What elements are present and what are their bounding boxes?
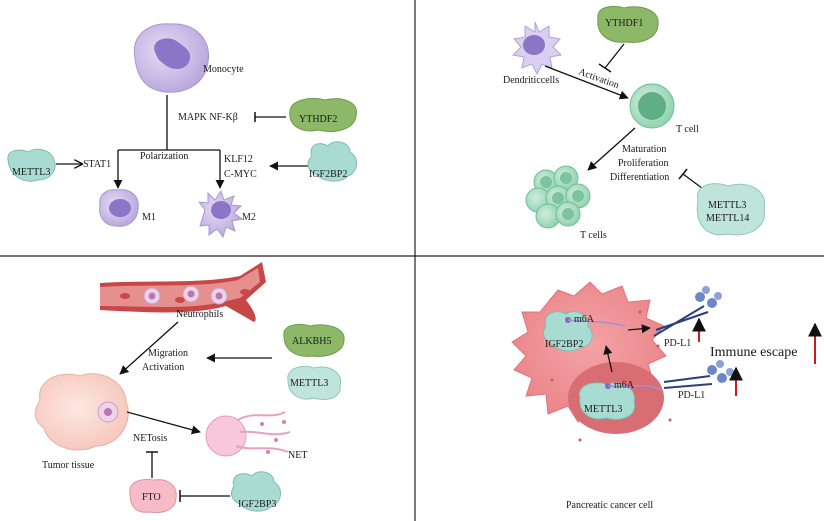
m1-macrophage xyxy=(99,189,139,227)
activation-label-bl: Activation xyxy=(142,362,184,373)
pdl1-bottom-label: PD-L1 xyxy=(678,390,705,401)
dendritic-cell xyxy=(511,21,563,76)
panel-t-cell: Dendriticcells YTHDF1 Activation T cell … xyxy=(503,5,765,241)
pdl1-receptor-bottom xyxy=(663,360,734,389)
differentiation-label: Differentiation xyxy=(610,172,669,183)
mettl3-label-bl: METTL3 xyxy=(290,378,328,389)
mettl3-protein-br xyxy=(578,382,663,420)
ythdf1-inhibit-bar xyxy=(598,63,612,73)
dendritic-cells-label: Dendriticcells xyxy=(503,75,559,86)
igf2bp2-to-pdl1-arrow xyxy=(627,324,651,334)
tumor-tissue xyxy=(34,373,129,451)
mettl3-label: METTL3 xyxy=(12,167,50,178)
m2-label: M2 xyxy=(242,212,256,223)
maturation-label: Maturation xyxy=(622,144,666,155)
panel-pancreatic-cancer: m6A IGF2BP2 PD-L1 Immune escape m6A METT… xyxy=(511,281,822,511)
alkbh5-label: ALKBH5 xyxy=(292,336,331,347)
igf2bp3-protein xyxy=(231,471,281,512)
immune-escape-label: Immune escape xyxy=(710,345,797,360)
cmyc-label: C-MYC xyxy=(224,169,257,180)
blood-vessel xyxy=(100,262,266,322)
tcell-to-tcells-arrow xyxy=(587,127,636,171)
igf2bp3-label: IGF2BP3 xyxy=(238,499,276,510)
ythdf1-label: YTHDF1 xyxy=(605,18,643,29)
mettl3-label-tr: METTL3 xyxy=(708,200,746,211)
igf2bp2-protein-br xyxy=(542,311,626,352)
t-cells-label: T cells xyxy=(580,230,607,241)
ythdf1-protein xyxy=(597,5,659,43)
mettl14-label: METTL14 xyxy=(706,213,749,224)
proliferation-label: Proliferation xyxy=(618,158,669,169)
t-cell xyxy=(629,83,675,129)
mettl3-label-br: METTL3 xyxy=(584,404,622,415)
t-cell-label: T cell xyxy=(676,124,699,135)
migration-label: Migration xyxy=(148,348,188,359)
igf2bp2-protein xyxy=(307,141,357,182)
pdl1-receptor-top xyxy=(653,286,722,337)
mettl3-to-igf2bp2-arrow xyxy=(603,345,613,373)
ythdf2-protein xyxy=(289,98,358,132)
polarization-label: Polarization xyxy=(140,151,188,162)
mettl3-mettl14-protein xyxy=(696,183,765,236)
mettl3-protein-bl xyxy=(287,366,342,400)
mettl-inhibit-bar xyxy=(678,168,688,180)
activation-label: Activation xyxy=(577,66,620,91)
ythdf1-inhibit-line xyxy=(604,43,625,69)
m6a-bottom-label: m6A xyxy=(614,380,635,391)
fto-protein xyxy=(129,479,177,513)
neutrophils-label: Neutrophils xyxy=(176,309,223,320)
t-cells-cluster xyxy=(525,165,591,229)
tumor-tissue-label: Tumor tissue xyxy=(42,460,95,471)
net-label: NET xyxy=(288,450,307,461)
pancreatic-cancer-label: Pancreatic cancer cell xyxy=(566,500,653,511)
klf12-label: KLF12 xyxy=(224,154,253,165)
igf2bp2-label-br: IGF2BP2 xyxy=(545,339,583,350)
pdl1-top-label: PD-L1 xyxy=(664,338,691,349)
panel-macrophage-polarization: Monocyte MAPK NF-Kβ YTHDF2 Polarization … xyxy=(7,23,358,239)
m6a-top-label: m6A xyxy=(574,314,595,325)
netosis-label: NETosis xyxy=(133,433,167,444)
mapk-label: MAPK NF-Kβ xyxy=(178,112,238,123)
ythdf2-label: YTHDF2 xyxy=(299,114,337,125)
m2-macrophage xyxy=(197,189,244,239)
igf2bp2-label: IGF2BP2 xyxy=(309,169,347,180)
mettl3-protein xyxy=(7,148,56,182)
monocyte-label: Monocyte xyxy=(203,64,244,75)
net-structure xyxy=(205,411,291,457)
stat1-label: STAT1 xyxy=(83,159,111,170)
monocyte-cell xyxy=(133,23,210,93)
fto-label: FTO xyxy=(142,492,161,503)
m1-label: M1 xyxy=(142,212,156,223)
alkbh5-protein xyxy=(283,323,345,357)
migration-arrow xyxy=(119,321,179,375)
netosis-arrow xyxy=(126,411,201,435)
panel-neutrophil-netosis: Neutrophils Migration Activation ALKBH5 … xyxy=(34,262,345,513)
dc-to-tcell-arrow xyxy=(544,65,629,100)
